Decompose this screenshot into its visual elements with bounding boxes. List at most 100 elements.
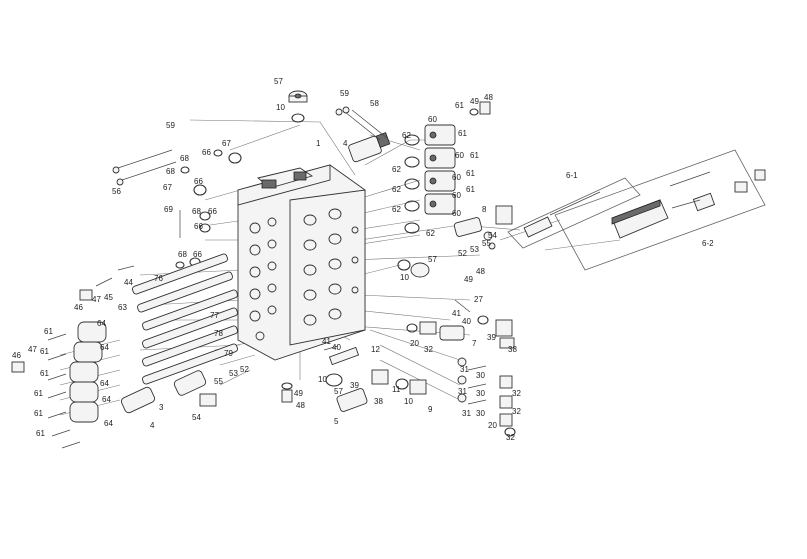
label-32: 32 (424, 345, 433, 354)
label-5: 5 (334, 417, 339, 426)
label-1: 1 (316, 139, 321, 148)
label-46: 46 (74, 303, 83, 312)
label-10: 10 (400, 273, 409, 282)
label-64: 64 (100, 379, 109, 388)
check-valve-5 (325, 373, 368, 412)
label-62: 62 (402, 131, 411, 140)
kit-6-1-box (507, 177, 641, 249)
label-58: 58 (370, 99, 379, 108)
label-20: 20 (410, 339, 419, 348)
label-78: 78 (214, 329, 223, 338)
label-48: 48 (296, 401, 305, 410)
label-61: 61 (470, 151, 479, 160)
label-30: 30 (476, 389, 485, 398)
label-61: 61 (455, 101, 464, 110)
label-38: 38 (374, 397, 383, 406)
label-62: 62 (392, 185, 401, 194)
label-52: 52 (240, 365, 249, 374)
label-41: 41 (452, 309, 461, 318)
relief-valves-3-4-lower (120, 370, 217, 414)
label-40: 40 (462, 317, 471, 326)
label-40: 40 (332, 343, 341, 352)
label-7: 7 (472, 339, 477, 348)
label-11: 11 (392, 385, 401, 394)
label-77: 77 (210, 311, 219, 320)
bolts-61-left (47, 333, 81, 449)
label-3: 3 (159, 403, 164, 412)
label-61: 61 (458, 129, 467, 138)
label-54: 54 (192, 413, 201, 422)
top-cap-57 (288, 90, 308, 103)
label-68: 68 (166, 167, 175, 176)
label-49: 49 (470, 97, 479, 106)
label-48: 48 (484, 93, 493, 102)
relief-8-assembly (453, 205, 513, 250)
label-66: 66 (194, 222, 203, 231)
plug-48-top-right (469, 101, 491, 116)
label-66: 66 (194, 177, 203, 186)
block-ports-right (303, 208, 359, 326)
label-62: 62 (426, 229, 435, 238)
label-38: 38 (508, 345, 517, 354)
label-30: 30 (476, 371, 485, 380)
label-53: 53 (229, 369, 238, 378)
label-60: 60 (452, 173, 461, 182)
label-32: 32 (512, 389, 521, 398)
label-6-2: 6-2 (702, 239, 714, 248)
label-60: 60 (428, 115, 437, 124)
label-6-1: 6-1 (566, 171, 578, 180)
cover-plates-60 (424, 124, 456, 215)
label-4: 4 (150, 421, 155, 430)
label-60: 60 (452, 209, 461, 218)
o-rings-66-68 (175, 149, 242, 269)
label-4: 4 (343, 139, 348, 148)
kit-6-2-box (554, 149, 766, 271)
bolts-56-left (112, 149, 177, 186)
label-68: 68 (192, 207, 201, 216)
label-56: 56 (112, 187, 121, 196)
label-52: 52 (458, 249, 467, 258)
label-64: 64 (104, 419, 113, 428)
label-46: 46 (12, 351, 21, 360)
label-69: 69 (164, 205, 173, 214)
label-31: 31 (462, 409, 471, 418)
label-62: 62 (392, 205, 401, 214)
label-57: 57 (334, 387, 343, 396)
label-53: 53 (470, 245, 479, 254)
label-10: 10 (404, 397, 413, 406)
part-labels: 57 10 59 58 1 4 62 62 62 62 62 60 61 61 … (12, 77, 714, 442)
valve-block-body (237, 164, 366, 361)
relief-valve-4-top (348, 132, 391, 163)
label-63: 63 (118, 303, 127, 312)
label-61: 61 (40, 369, 49, 378)
label-20: 20 (488, 421, 497, 430)
label-32: 32 (512, 407, 521, 416)
label-60: 60 (455, 151, 464, 160)
label-49: 49 (294, 389, 303, 398)
label-8: 8 (482, 205, 487, 214)
lower-plug-48 (281, 382, 293, 403)
label-59: 59 (166, 121, 175, 130)
label-44: 44 (124, 278, 133, 287)
plug-46-left (11, 265, 135, 373)
check-poppets-30-31-32 (457, 357, 516, 437)
label-66: 66 (193, 250, 202, 259)
o-ring-10-top (291, 113, 305, 123)
bolts-58-top (335, 106, 388, 141)
label-49: 49 (464, 275, 473, 284)
poppet-12-assembly (323, 345, 427, 395)
label-9: 9 (428, 405, 433, 414)
label-39: 39 (350, 381, 359, 390)
label-55: 55 (214, 377, 223, 386)
label-66: 66 (208, 207, 217, 216)
label-61: 61 (466, 169, 475, 178)
label-55: 55 (482, 239, 491, 248)
label-47: 47 (92, 295, 101, 304)
label-76: 76 (154, 274, 163, 283)
block-ports-left (249, 217, 277, 341)
label-31: 31 (458, 387, 467, 396)
plug-57-right (397, 259, 430, 278)
label-61: 61 (34, 409, 43, 418)
